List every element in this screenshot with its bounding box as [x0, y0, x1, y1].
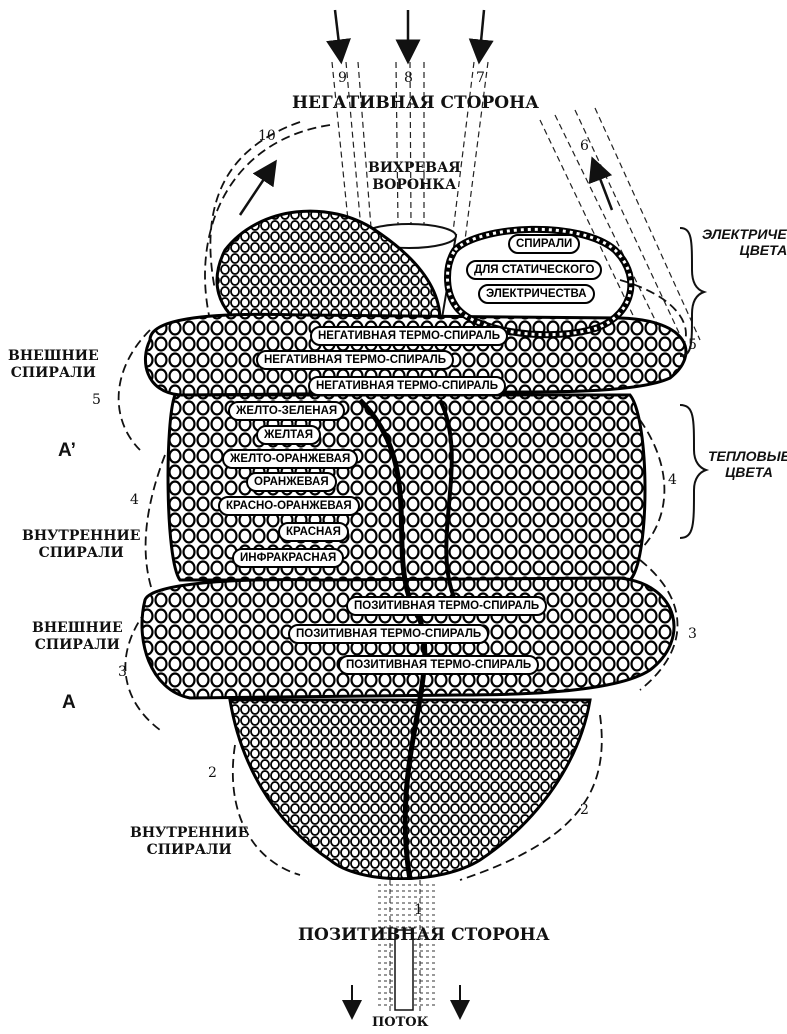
a-prime-label: A’ [58, 440, 76, 462]
inner-spirals-mid-label: ВНУТРЕННИЕ СПИРАЛИ [22, 528, 140, 562]
static-coil-label-1: СПИРАЛИ [508, 234, 580, 254]
color-coil-yellow: ЖЕЛТАЯ [256, 425, 321, 445]
color-coil-orange: ОРАНЖЕВАЯ [246, 472, 337, 492]
vortex-funnel-line-2: ВОРОНКА [368, 177, 461, 194]
orbit-number-left-3: 3 [118, 664, 127, 680]
atom-body [142, 211, 686, 880]
orbit-number-right-2: 2 [580, 802, 589, 818]
orbit-number-left-2: 2 [208, 765, 217, 781]
outer-spirals-lower-label: ВНЕШНИЕ СПИРАЛИ [32, 620, 123, 654]
stream-number-10: 10 [258, 128, 276, 144]
inner-spirals-bottom-line-1: ВНУТРЕННИЕ [130, 825, 248, 842]
stream-number-9: 9 [338, 70, 347, 86]
positive-thermo-coil-2: ПОЗИТИВНАЯ ТЕРМО-СПИРАЛЬ [288, 624, 489, 644]
positive-thermo-coil-1: ПОЗИТИВНАЯ ТЕРМО-СПИРАЛЬ [346, 596, 547, 616]
orbit-number-left-4: 4 [130, 492, 139, 508]
color-coil-yellow-green: ЖЕЛТО-ЗЕЛЕНАЯ [228, 401, 345, 421]
negative-side-title: НЕГАТИВНАЯ СТОРОНА [292, 94, 539, 114]
thermal-colors-label: ТЕПЛОВЫЕ ЦВЕТА [708, 448, 787, 480]
thermal-colors-line-1: ТЕПЛОВЫЕ [708, 448, 787, 464]
stream-number-1: 1 [414, 902, 423, 918]
vortex-funnel-line-1: ВИХРЕВАЯ [368, 160, 461, 177]
outer-spirals-upper-line-2: СПИРАЛИ [8, 365, 99, 382]
outer-spirals-upper-line-1: ВНЕШНИЕ [8, 348, 99, 365]
stream-number-7: 7 [476, 70, 485, 86]
orbit-number-right-4: 4 [668, 472, 677, 488]
outer-spirals-lower-line-1: ВНЕШНИЕ [32, 620, 123, 637]
positive-side-title: ПОЗИТИВНАЯ СТОРОНА [298, 926, 550, 946]
thermal-colors-line-2: ЦВЕТА [708, 464, 787, 480]
orbit-number-right-3: 3 [688, 626, 697, 642]
color-coil-red: КРАСНАЯ [278, 522, 349, 542]
color-coil-infrared: ИНФРАКРАСНАЯ [232, 548, 344, 568]
outflow-stream [352, 880, 460, 1012]
outer-spirals-lower-line-2: СПИРАЛИ [32, 637, 123, 654]
flow-label: ПОТОК [372, 1016, 428, 1031]
static-coil-label-2: ДЛЯ СТАТИЧЕСКОГО [466, 260, 602, 280]
brace-thermal [680, 405, 706, 538]
negative-thermo-coil-2: НЕГАТИВНАЯ ТЕРМО-СПИРАЛЬ [256, 350, 454, 370]
a-label: A [62, 692, 76, 714]
electric-colors-line-2: ЦВЕТА [702, 242, 787, 258]
stream-number-6: 6 [580, 138, 589, 154]
electric-colors-line-1: ЭЛЕКТРИЧЕСКИЕ [702, 226, 787, 242]
color-coil-red-orange: КРАСНО-ОРАНЖЕВАЯ [218, 496, 360, 516]
vortex-funnel-label: ВИХРЕВАЯ ВОРОНКА [368, 160, 461, 194]
inner-spirals-bottom-line-2: СПИРАЛИ [130, 842, 248, 859]
negative-thermo-coil-1: НЕГАТИВНАЯ ТЕРМО-СПИРАЛЬ [310, 326, 508, 346]
stream-number-8: 8 [404, 70, 413, 86]
outer-spirals-upper-label: ВНЕШНИЕ СПИРАЛИ [8, 348, 99, 382]
orbit-number-right-5: 5 [688, 337, 697, 353]
negative-thermo-coil-3: НЕГАТИВНАЯ ТЕРМО-СПИРАЛЬ [308, 376, 506, 396]
color-coil-yellow-orange: ЖЕЛТО-ОРАНЖЕВАЯ [222, 449, 358, 469]
orbit-number-left-5: 5 [92, 392, 101, 408]
inner-spirals-mid-line-2: СПИРАЛИ [22, 545, 140, 562]
inner-spirals-mid-line-1: ВНУТРЕННИЕ [22, 528, 140, 545]
electric-colors-label: ЭЛЕКТРИЧЕСКИЕ ЦВЕТА [702, 226, 787, 258]
positive-thermo-coil-3: ПОЗИТИВНАЯ ТЕРМО-СПИРАЛЬ [338, 655, 539, 675]
inner-spirals-bottom-label: ВНУТРЕННИЕ СПИРАЛИ [130, 825, 248, 859]
static-coil-label-3: ЭЛЕКТРИЧЕСТВА [478, 284, 595, 304]
